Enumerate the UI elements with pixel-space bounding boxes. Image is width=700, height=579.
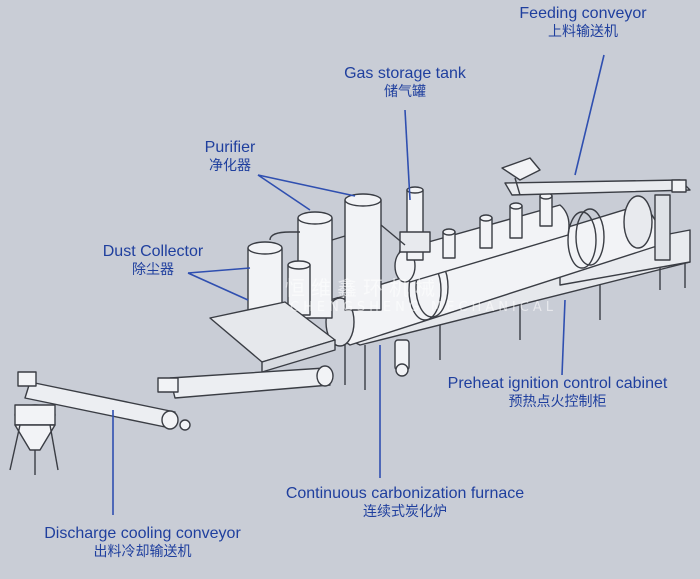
label-purifier-zh: 净化器 (209, 158, 251, 174)
feeding-conveyor-body (501, 157, 691, 196)
label-feeding-conveyor-zh: 上料输送机 (548, 24, 618, 40)
label-carbonization-furnace-en: Continuous carbonization furnace (285, 485, 525, 502)
discharge-conveyor-body (9, 365, 334, 475)
label-carbonization-furnace: Continuous carbonization furnace 连续式炭化炉 (255, 484, 555, 522)
label-discharge-conveyor-zh: 出料冷却输送机 (93, 544, 192, 560)
watermark-subtext: CHENGSHENG MECHANICAL (290, 300, 557, 315)
label-gas-storage-tank-zh: 储气罐 (384, 84, 426, 100)
label-dust-collector: Dust Collector 除尘器 (88, 242, 218, 280)
label-feeding-conveyor-en: Feeding conveyor (519, 5, 647, 22)
label-feeding-conveyor: Feeding conveyor 上料输送机 (508, 4, 658, 42)
leader-purifier-2 (257, 174, 356, 197)
label-gas-storage-tank: Gas storage tank 储气罐 (330, 64, 480, 102)
leader-gas-tank (404, 109, 411, 201)
label-preheat-cabinet-zh: 预热点火控制柜 (508, 394, 607, 410)
label-purifier-en: Purifier (204, 139, 256, 156)
label-preheat-cabinet-en: Preheat ignition control cabinet (447, 375, 668, 392)
gas-tank-body (399, 186, 431, 261)
water-tray (209, 301, 336, 373)
label-preheat-cabinet: Preheat ignition control cabinet 预热点火控制柜 (420, 374, 695, 412)
leader-cabinet (561, 299, 566, 376)
leader-purifier-1 (257, 174, 311, 211)
control-cabinet (394, 339, 410, 377)
watermark-text: 恒维鑫环机械 (285, 276, 441, 300)
label-discharge-conveyor: Discharge cooling conveyor 出料冷却输送机 (15, 524, 270, 562)
label-dust-collector-en: Dust Collector (102, 243, 204, 260)
label-carbonization-furnace-zh: 连续式炭化炉 (363, 504, 447, 520)
label-discharge-conveyor-en: Discharge cooling conveyor (44, 525, 241, 542)
leader-lines (112, 54, 605, 515)
label-gas-storage-tank-en: Gas storage tank (344, 65, 466, 82)
leader-dust-1 (187, 267, 251, 274)
leader-feeding-conveyor (574, 54, 605, 176)
label-dust-collector-zh: 除尘器 (132, 262, 174, 278)
label-purifier: Purifier 净化器 (185, 138, 275, 176)
leader-dust-2 (187, 272, 249, 301)
